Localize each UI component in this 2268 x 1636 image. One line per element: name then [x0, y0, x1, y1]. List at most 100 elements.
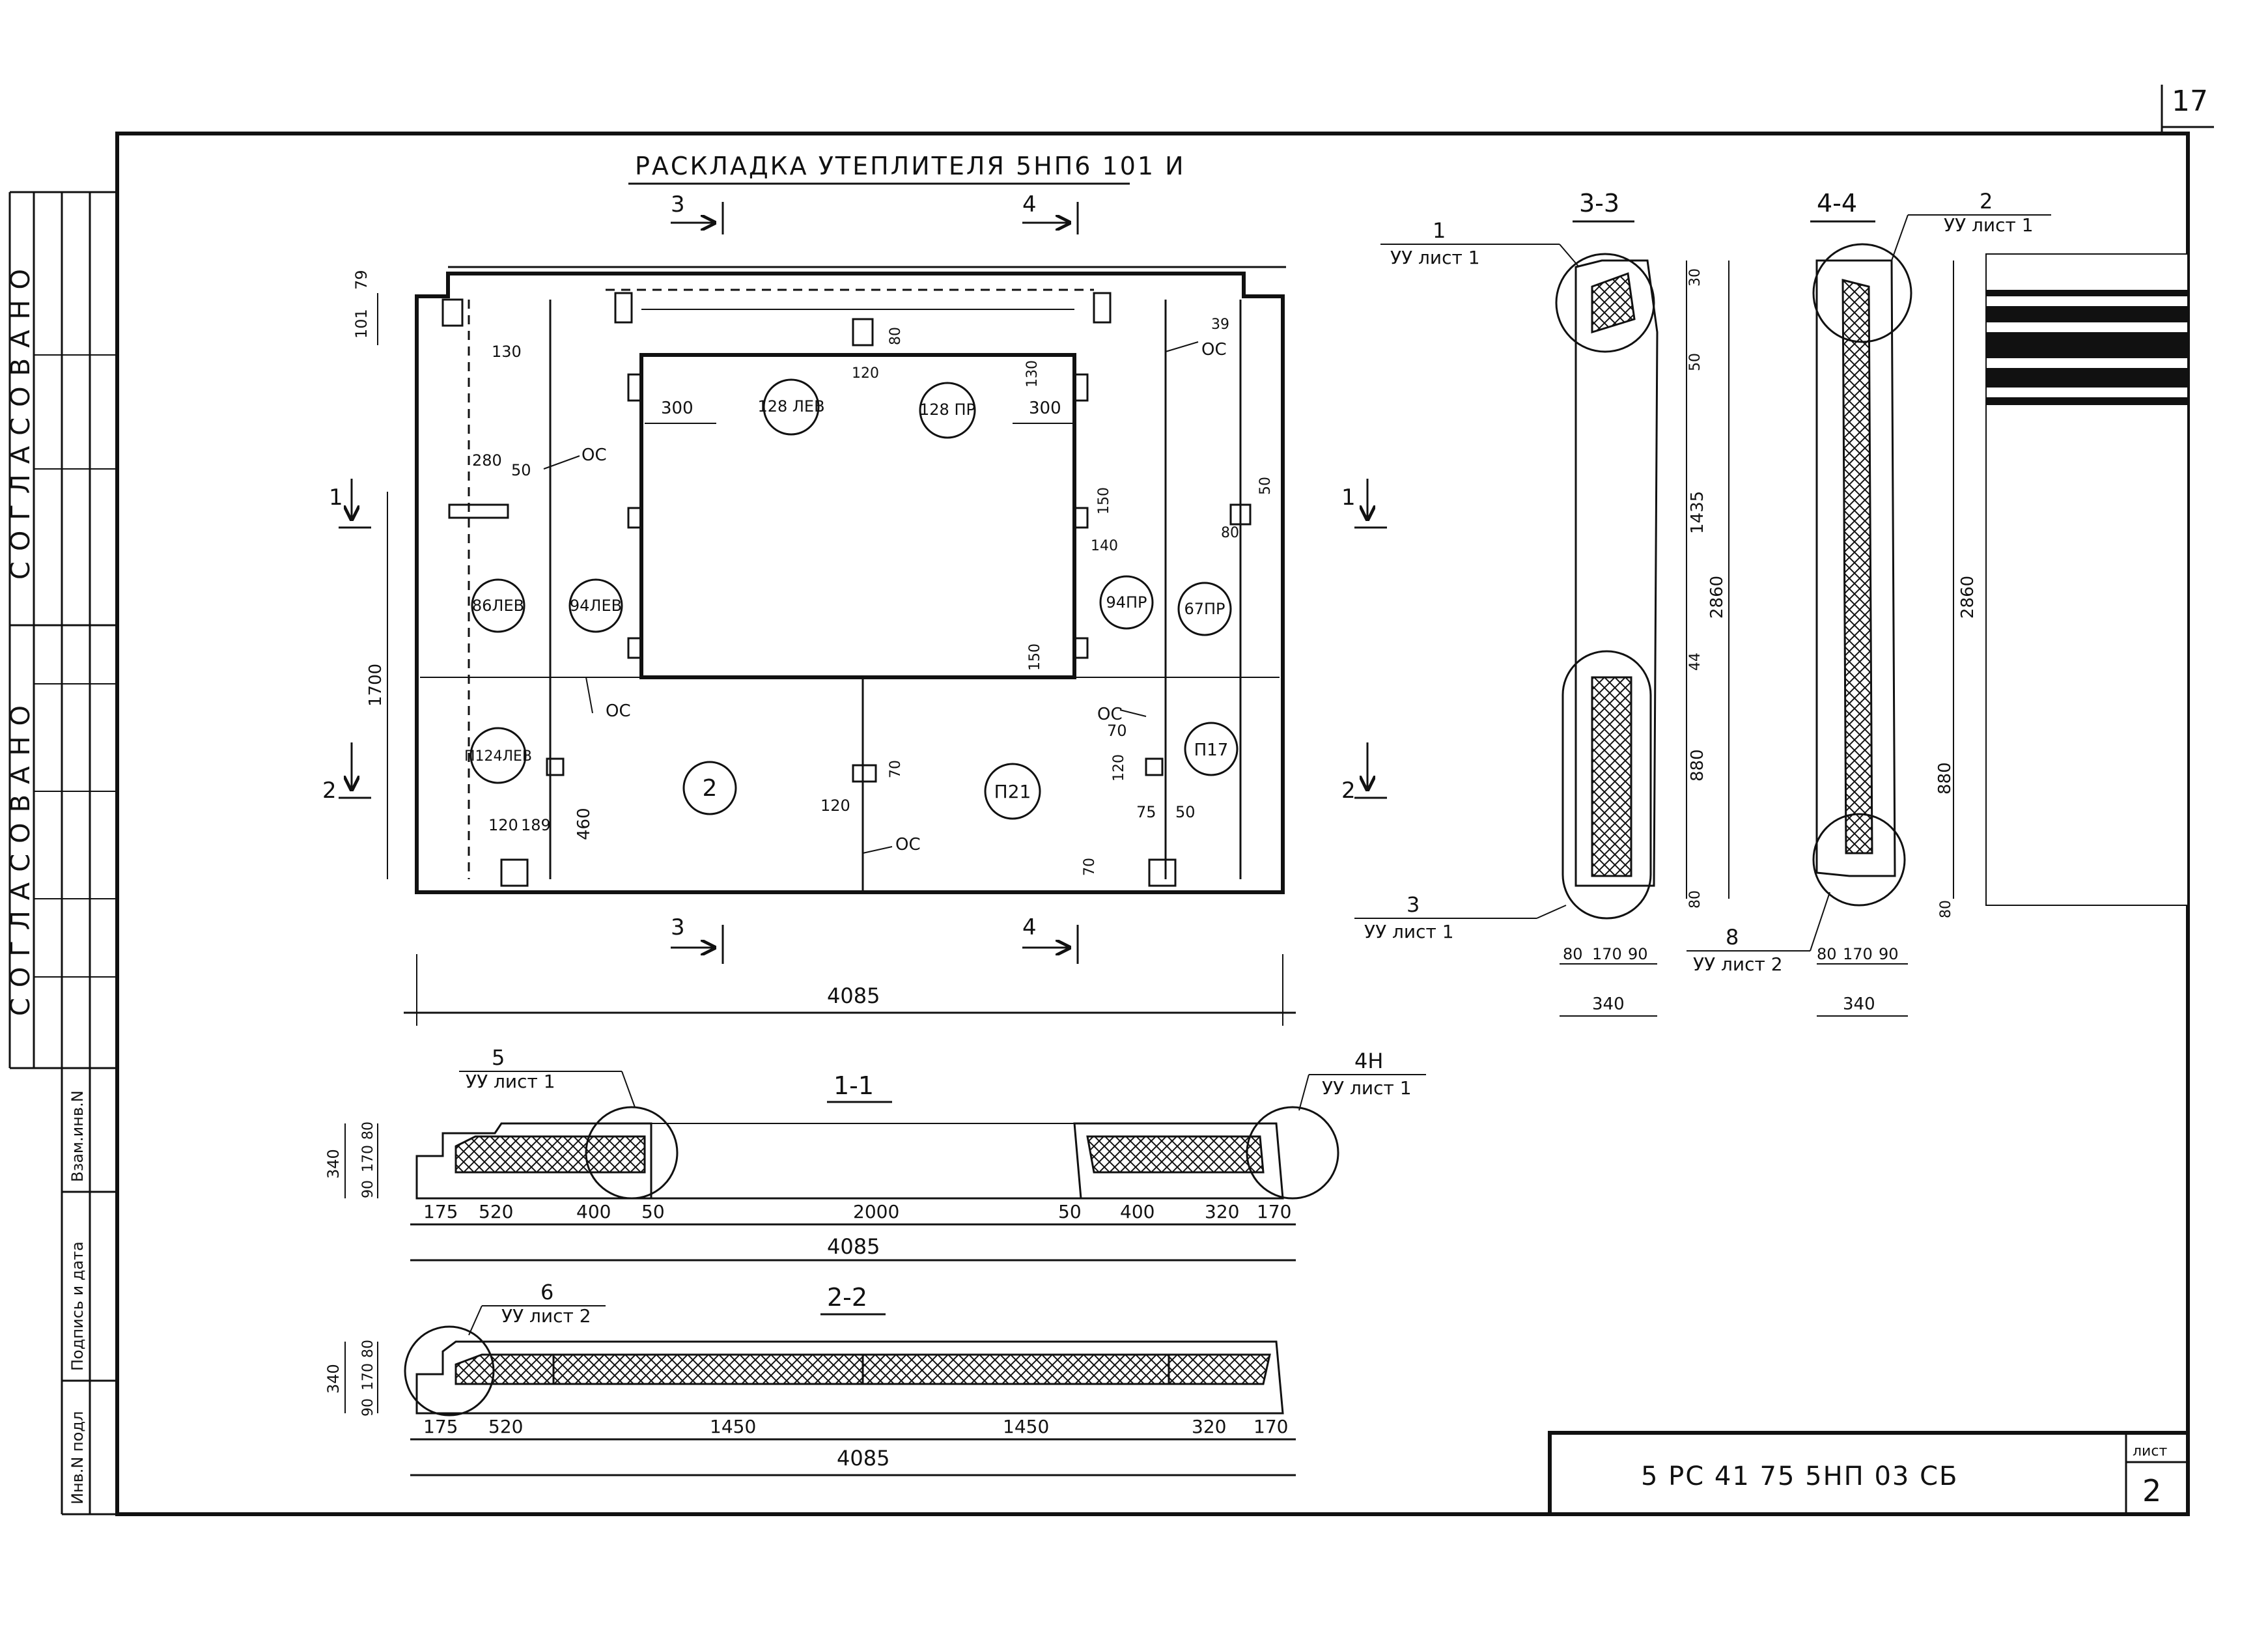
dim-120d: 120	[1111, 754, 1127, 782]
sign-date-label: Подпись и дата	[68, 1241, 87, 1371]
approved-label-bottom: СОГЛАСОВАНО	[6, 695, 36, 1016]
s11-dim-50a: 50	[641, 1201, 665, 1222]
s11-dim-320: 320	[1205, 1201, 1239, 1222]
s44-vdim-80: 80	[1938, 900, 1954, 918]
callout-6: 6	[540, 1280, 553, 1305]
panel-67-right: 67ПР	[1177, 582, 1232, 636]
s22-dim-1450a: 1450	[710, 1416, 756, 1437]
dim-1700: 1700	[366, 664, 385, 707]
section-3-3: 3-3 1 УУ лист 1 3 УУ лист 1 30 50 1435 2…	[1354, 189, 1729, 1017]
callout-6-ref: УУ лист 2	[501, 1305, 591, 1327]
svg-text:П21: П21	[994, 781, 1031, 802]
callout-3-ref: УУ лист 1	[1364, 921, 1454, 942]
dim-120b: 120	[488, 816, 518, 834]
os-label-3: ОС	[606, 701, 631, 721]
dim-300b: 300	[1029, 399, 1061, 418]
corner-sheet-number: 17	[2172, 85, 2208, 118]
os-label-2: ОС	[1201, 340, 1227, 360]
dim-75: 75	[1136, 803, 1156, 821]
left-margin: СОГЛАСОВАНО СОГЛАСОВАНО Инв.N подл Подпи…	[6, 191, 117, 1516]
dim-80: 80	[888, 327, 904, 345]
edge-strip	[1985, 253, 2189, 906]
cut-mark-4-top: 4	[1022, 191, 1037, 218]
panel-2: 2	[682, 761, 737, 815]
svg-text:128 ПР: 128 ПР	[919, 401, 975, 419]
s22-dim-175: 175	[423, 1416, 458, 1437]
dim-130: 130	[492, 343, 522, 361]
section-3-3-label: 3-3	[1579, 189, 1619, 218]
panel-94-right: 94ПР	[1099, 575, 1154, 630]
s22-vdim-170: 170	[360, 1363, 376, 1390]
svg-text:67ПР: 67ПР	[1184, 600, 1225, 618]
section-2-2: 2-2 6 УУ лист 2 340 80 170 90 175 520 14…	[324, 1280, 1296, 1476]
svg-text:2: 2	[703, 775, 718, 802]
s44-vdim-880: 880	[1935, 762, 1955, 795]
dim-80b: 80	[1221, 525, 1239, 541]
os-label-4: ОС	[895, 835, 921, 854]
s44-bdim-90: 90	[1879, 945, 1899, 963]
callout-5-ref: УУ лист 1	[466, 1071, 555, 1092]
callout-2: 2	[1980, 189, 1993, 214]
cut-mark-1-right: 1	[1341, 485, 1356, 511]
inv-repl-label: Взам.инв.N	[68, 1090, 87, 1182]
s33-bdim-340: 340	[1592, 994, 1625, 1014]
callout-5: 5	[492, 1045, 505, 1070]
panel-p17: П17	[1184, 722, 1239, 776]
approved-label-top: СОГЛАСОВАНО	[6, 259, 36, 580]
panel-128-left: 128 ЛЕВ	[757, 378, 825, 436]
title-block: 5 РС 41 75 5НП 03 СБ лист 2	[1548, 1431, 2190, 1516]
os-label-5: ОС	[1097, 705, 1123, 724]
dim-130b: 130	[1024, 360, 1041, 388]
dim-101: 101	[352, 309, 371, 339]
dim-300a: 300	[661, 399, 693, 418]
document-designation: 5 РС 41 75 5НП 03 СБ	[1641, 1461, 1958, 1491]
s11-dim-520: 520	[479, 1201, 513, 1222]
s33-vdim-2860: 2860	[1707, 576, 1727, 619]
s22-vdim-340: 340	[324, 1364, 343, 1394]
dim-50c: 50	[1175, 803, 1196, 821]
section-4-4: 4-4 2 УУ лист 1 8 УУ лист 2 2860 880 80 …	[1687, 189, 2051, 1017]
s33-bdim-80: 80	[1563, 945, 1583, 963]
s22-overall: 4085	[837, 1446, 889, 1471]
callout-2-ref: УУ лист 1	[1944, 214, 2034, 236]
s11-dim-2000: 2000	[853, 1201, 899, 1222]
cut-mark-2-left: 2	[322, 778, 337, 804]
callout-4n: 4Н	[1354, 1049, 1383, 1073]
s44-bdim-170: 170	[1843, 945, 1873, 963]
dim-460: 460	[574, 808, 594, 840]
callout-3: 3	[1407, 892, 1420, 917]
os-label-1: ОС	[581, 445, 607, 465]
s44-vdim-2860: 2860	[1958, 576, 1978, 619]
dim-280: 280	[472, 451, 502, 470]
cut-mark-2-right: 2	[1341, 778, 1356, 804]
panel-p21: П21	[984, 763, 1041, 820]
s11-dim-170: 170	[1257, 1201, 1291, 1222]
inv-orig-label: Инв.N подл	[68, 1411, 87, 1504]
s11-dim-400b: 400	[1120, 1201, 1155, 1222]
dim-70: 70	[888, 760, 904, 778]
sheet-label: лист	[2133, 1443, 2167, 1460]
dim-120c: 120	[820, 797, 850, 815]
dim-120: 120	[852, 365, 879, 382]
s33-vdim-50: 50	[1687, 353, 1703, 371]
s33-bdim-170: 170	[1592, 945, 1622, 963]
callout-8-ref: УУ лист 2	[1693, 953, 1783, 975]
callout-8: 8	[1726, 925, 1739, 950]
s22-dim-170: 170	[1253, 1416, 1288, 1437]
s11-vdim-90: 90	[360, 1180, 376, 1198]
dim-150: 150	[1027, 643, 1043, 671]
panel-86-left: 86ЛЕВ	[471, 578, 525, 633]
dim-50b: 50	[1257, 477, 1274, 495]
svg-text:86ЛЕВ: 86ЛЕВ	[472, 597, 524, 615]
svg-text:94ЛЕВ: 94ЛЕВ	[570, 597, 622, 615]
s33-vdim-880: 880	[1688, 749, 1707, 782]
sheet-value: 2	[2142, 1473, 2161, 1508]
plan-overall-dim: 4085	[827, 983, 880, 1008]
panel-94-left: 94ЛЕВ	[568, 578, 623, 633]
s11-vdim-340: 340	[324, 1149, 343, 1179]
dim-39: 39	[1211, 317, 1229, 333]
s44-bdim-340: 340	[1843, 994, 1875, 1014]
s11-vdim-170: 170	[360, 1145, 376, 1172]
s44-bdim-80: 80	[1817, 945, 1837, 963]
